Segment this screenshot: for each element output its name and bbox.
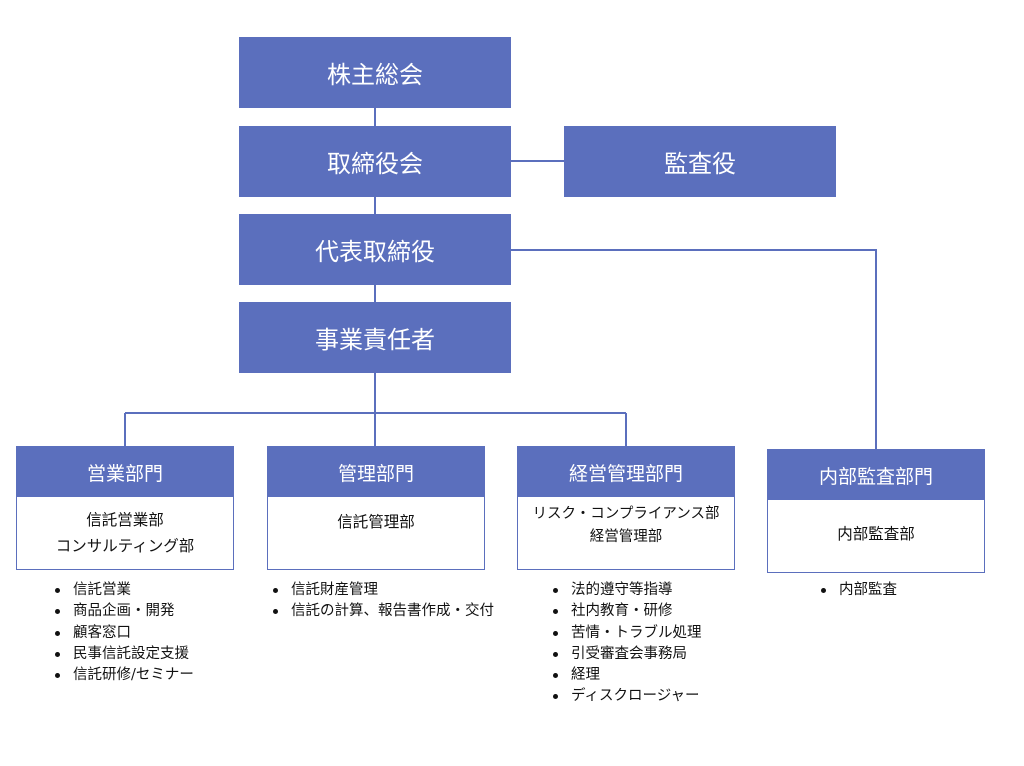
dept-corporate-title: 経営管理部門 [568,462,683,485]
auditor-label: 監査役 [664,150,736,178]
representative-director-label: 代表取締役 [315,238,435,266]
duty-item: 引受審査会事務局 [550,644,702,665]
duty-item: 商品企画・開発 [52,601,194,622]
dept-sales-header: 営業部門 [17,447,233,497]
unit-name: 内部監査部 [837,525,915,543]
dept-internal-audit-units: 内部監査部 [768,500,984,568]
dept-management: 管理部門 信託管理部 [267,446,485,570]
unit-name: リスク・コンプライアンス部 [532,506,720,522]
business-manager-label: 事業責任者 [315,326,435,354]
shareholders-meeting-label: 株主総会 [327,61,423,89]
dept-sales-units: 信託営業部 コンサルティング部 [17,497,233,569]
dept-sales-title: 営業部門 [86,462,163,485]
dept-internal-audit-duties: 内部監査 [818,580,897,601]
dept-corporate-header: 経営管理部門 [518,447,734,497]
duty-item: 民事信託設定支援 [52,644,194,665]
dept-management-title: 管理部門 [337,462,414,485]
unit-name: 経営管理部 [589,529,663,545]
duty-item: 信託財産管理 [270,580,494,601]
unit-name: コンサルティング部 [55,537,195,555]
dept-corporate: 経営管理部門 リスク・コンプライアンス部 経営管理部 [517,446,735,570]
unit-name: 信託管理部 [337,513,415,531]
dept-management-duties: 信託財産管理 信託の計算、報告書作成・交付 [270,580,494,623]
duty-item: ディスクロージャー [550,686,702,707]
connector-representative-internal-audit [511,249,877,450]
dept-internal-audit: 内部監査部門 内部監査部 [767,449,985,573]
dept-sales: 営業部門 信託営業部 コンサルティング部 [16,446,234,570]
representative-director-box: 代表取締役 [239,214,511,285]
business-manager-box: 事業責任者 [239,302,511,373]
duty-item: 経理 [550,665,702,686]
duty-item: 社内教育・研修 [550,601,702,622]
dept-management-header: 管理部門 [268,447,484,497]
dept-internal-audit-title: 内部監査部門 [818,465,933,488]
auditor-box: 監査役 [564,126,836,197]
unit-name: 信託営業部 [86,511,164,529]
duty-item: 信託研修/セミナー [52,665,194,686]
board-of-directors-box: 取締役会 [239,126,511,197]
duty-item: 内部監査 [818,580,897,601]
duty-item: 苦情・トラブル処理 [550,623,702,644]
dept-sales-duties: 信託営業 商品企画・開発 顧客窓口 民事信託設定支援 信託研修/セミナー [52,580,194,686]
dept-corporate-units: リスク・コンプライアンス部 経営管理部 [518,497,734,555]
duty-item: 信託営業 [52,580,194,601]
duty-item: 法的遵守等指導 [550,580,702,601]
duty-item: 顧客窓口 [52,623,194,644]
duty-item: 信託の計算、報告書作成・交付 [270,601,494,622]
dept-management-units: 信託管理部 [268,497,484,547]
dept-internal-audit-header: 内部監査部門 [768,450,984,500]
dept-corporate-duties: 法的遵守等指導 社内教育・研修 苦情・トラブル処理 引受審査会事務局 経理 ディ… [550,580,702,708]
shareholders-meeting-box: 株主総会 [239,37,511,108]
board-of-directors-label: 取締役会 [327,150,423,178]
